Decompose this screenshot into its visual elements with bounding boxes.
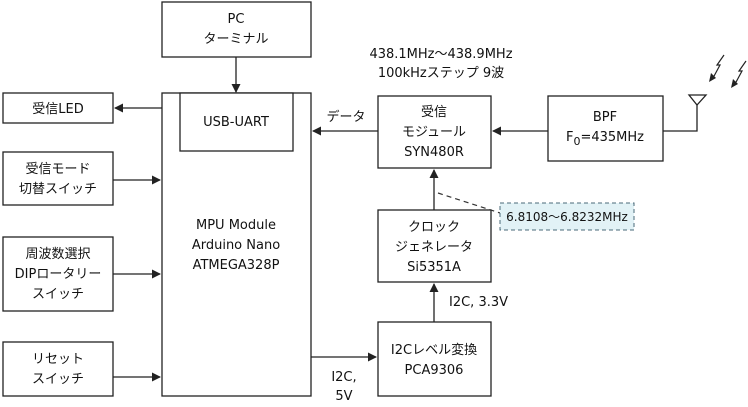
usb-uart-label: USB-UART: [203, 115, 269, 130]
frequency-step-label: 100kHzステップ 9波: [378, 66, 504, 81]
callout-box: [499, 202, 635, 231]
mode-switch-line2: 切替スイッチ: [19, 182, 97, 197]
clock-frequency-label: 6.8108～6.8232MHz: [506, 210, 628, 224]
data-label: データ: [326, 109, 365, 125]
clock-frequency-callout: 6.8108～6.8232MHz: [437, 192, 635, 231]
i2c-5v-label-line2: 5V: [335, 389, 352, 404]
bpf-block: BPF F0=435MHz: [547, 95, 664, 162]
antenna-icon: [687, 94, 708, 107]
mpu-line3: ATMEGA328P: [193, 258, 280, 273]
level-shifter-block: I2Cレベル変換 PCA9306: [377, 321, 492, 397]
mode-switch-line1: 受信モード: [25, 162, 90, 177]
mpu-line2: Arduino Nano: [192, 238, 280, 253]
reset-switch-line1: リセット: [32, 352, 84, 367]
pc-label: PC: [228, 12, 245, 27]
frequency-range-label: 438.1MHz～438.9MHz: [369, 47, 512, 62]
receive-led-label: 受信LED: [32, 102, 83, 117]
receiver-module-block: 受信 モジュール SYN480R: [377, 95, 492, 169]
dip-switch-block: 周波数選択 DIPロータリー スイッチ: [2, 236, 114, 312]
clock-line2: ジェネレータ: [395, 240, 473, 255]
dip-switch-line3: スイッチ: [32, 287, 84, 302]
receiver-line2: モジュール: [402, 125, 466, 140]
receiver-line1: 受信: [421, 105, 447, 120]
bpf-frequency: F0=435MHz: [566, 130, 644, 148]
radio-wave-icon: [709, 54, 747, 88]
pc-terminal-block: PC ターミナル: [161, 1, 312, 58]
receiver-line3: SYN480R: [404, 145, 464, 160]
i2c-5v-label-line1: I2C,: [331, 370, 356, 385]
dip-switch-line2: DIPロータリー: [15, 267, 102, 282]
i2c-3v3-label: I2C, 3.3V: [449, 295, 508, 310]
antenna-feed-line: [663, 104, 698, 132]
level-shifter-line1: I2Cレベル変換: [391, 342, 477, 358]
bpf-title: BPF: [593, 110, 617, 125]
mpu-line1: MPU Module: [196, 218, 276, 233]
reset-switch-block: リセット スイッチ: [2, 341, 114, 397]
dip-switch-line1: 周波数選択: [25, 247, 90, 262]
reset-switch-line2: スイッチ: [32, 372, 84, 387]
receive-led-block: 受信LED: [2, 92, 114, 124]
usb-uart-block: USB-UART: [179, 92, 294, 152]
clock-line3: Si5351A: [407, 260, 461, 275]
clock-generator-block: クロック ジェネレータ Si5351A: [377, 209, 492, 283]
callout-leader-line: [437, 192, 501, 214]
mode-switch-block: 受信モード 切替スイッチ: [2, 151, 114, 206]
clock-line1: クロック: [408, 220, 460, 235]
level-shifter-line2: PCA9306: [405, 363, 464, 378]
terminal-label: ターミナル: [203, 32, 268, 47]
